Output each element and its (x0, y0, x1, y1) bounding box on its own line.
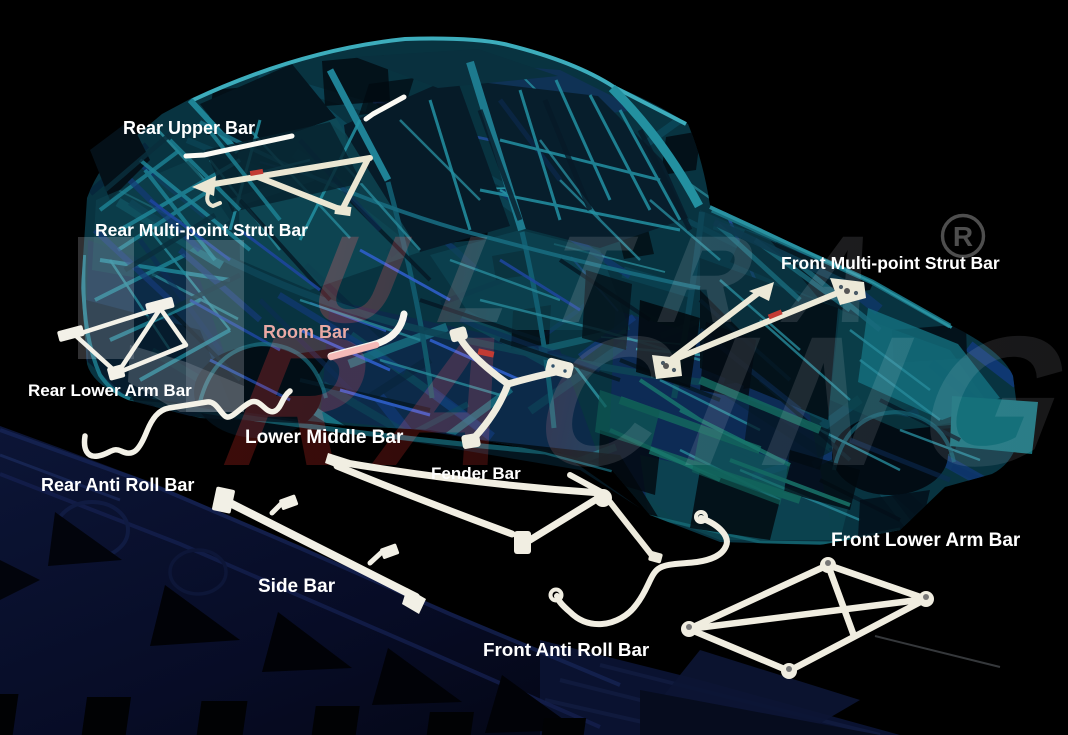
svg-text:Rear Lower Arm Bar: Rear Lower Arm Bar (28, 381, 192, 400)
svg-text:Front Multi-point Strut Bar: Front Multi-point Strut Bar (781, 253, 1000, 273)
svg-text:R: R (953, 221, 973, 252)
svg-text:ULTRA: ULTRA (302, 210, 934, 348)
svg-text:Front Anti Roll Bar: Front Anti Roll Bar (483, 639, 650, 660)
svg-text:Rear Anti Roll Bar: Rear Anti Roll Bar (41, 475, 194, 495)
svg-text:Fender Bar: Fender Bar (431, 464, 521, 483)
svg-text:Room Bar: Room Bar (263, 322, 349, 342)
svg-text:Rear Upper Bar: Rear Upper Bar (123, 118, 255, 138)
svg-text:Rear Multi-point Strut Bar: Rear Multi-point Strut Bar (95, 220, 308, 240)
svg-text:Front Lower Arm Bar: Front Lower Arm Bar (831, 530, 1021, 551)
svg-text:Side Bar: Side Bar (258, 576, 336, 597)
svg-text:Lower Middle Bar: Lower Middle Bar (245, 427, 404, 448)
